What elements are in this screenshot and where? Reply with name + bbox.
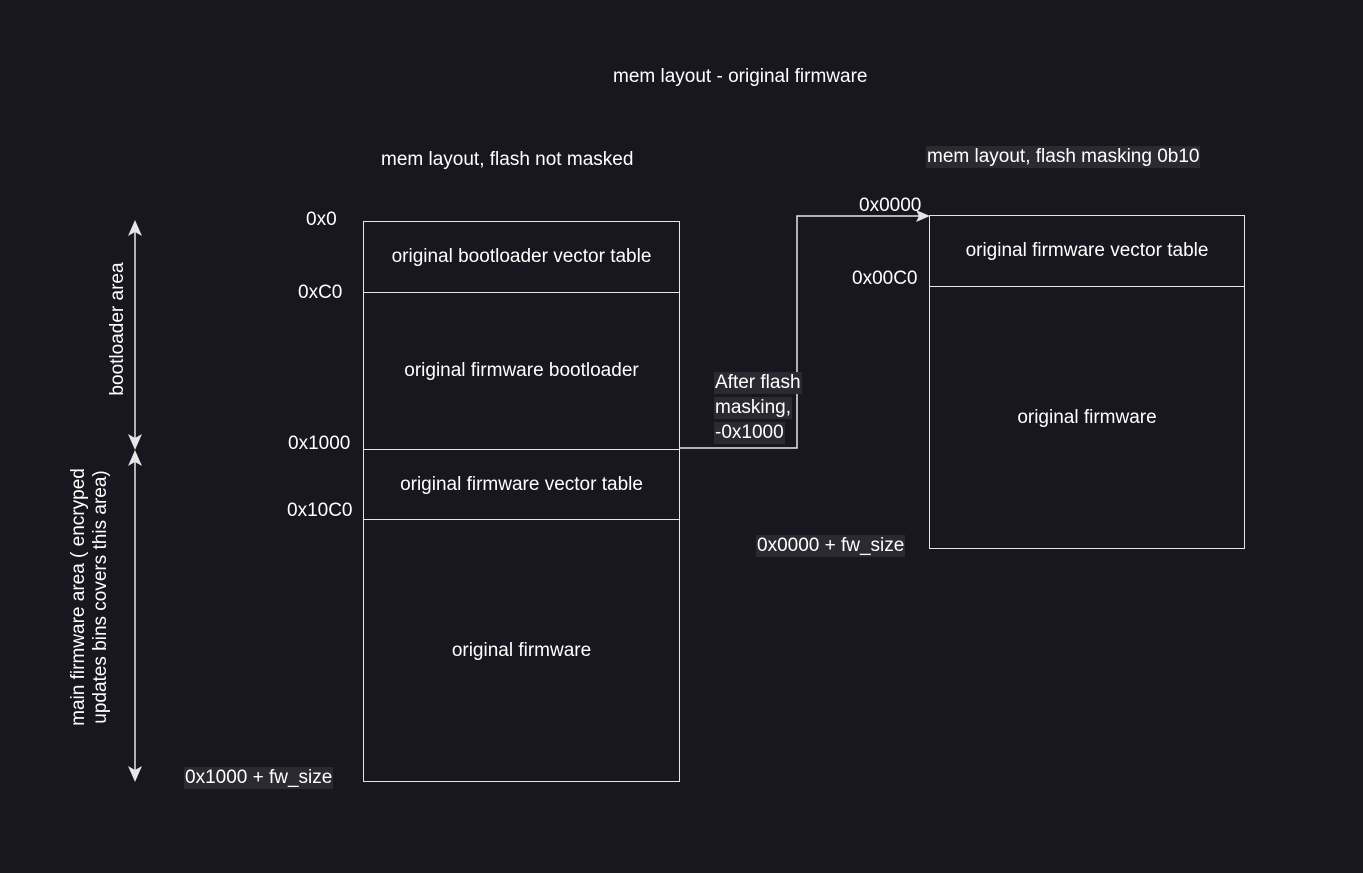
left-segment-firmware-vector-table: original firmware vector table: [364, 449, 679, 519]
left-address-end: 0x1000 + fw_size: [184, 767, 334, 789]
segment-label: original bootloader vector table: [391, 246, 652, 267]
right-memory-box: original firmware vector table original …: [929, 215, 1245, 549]
left-segment-firmware: original firmware: [364, 519, 679, 782]
right-segment-firmware: original firmware: [930, 286, 1244, 548]
main-area-arrow-bottom: [128, 766, 142, 782]
masking-connector-arrowhead: [916, 210, 930, 222]
diagram-title: mem layout - original firmware: [613, 66, 868, 87]
left-segment-bootloader-vector-table: original bootloader vector table: [364, 222, 679, 292]
bootloader-area-label: bootloader area: [107, 229, 129, 429]
main-firmware-area-label: main firmware area ( encryped updates bi…: [68, 447, 112, 747]
bootloader-area-arrow-bottom: [128, 434, 142, 450]
left-segment-firmware-bootloader: original firmware bootloader: [364, 292, 679, 449]
connector-label-line1: After flash: [714, 372, 802, 394]
right-address-end: 0x0000 + fw_size: [756, 535, 906, 557]
main-area-arrow-top: [128, 450, 142, 466]
masking-connector-line: [679, 215, 922, 449]
right-segment-firmware-vector-table: original firmware vector table: [930, 216, 1244, 286]
left-address-0x1000: 0x1000: [288, 433, 351, 454]
main-firmware-area-line2: updates bins covers this area): [90, 470, 111, 724]
connector-label-line3: -0x1000: [714, 422, 785, 444]
right-address-0x00C0: 0x00C0: [852, 268, 918, 289]
segment-label: original firmware: [451, 640, 592, 661]
bootloader-area-arrow-top: [128, 220, 142, 236]
main-firmware-area-line1: main firmware area ( encryped: [68, 468, 89, 726]
right-address-0x0000: 0x0000: [859, 195, 922, 216]
left-heading: mem layout, flash not masked: [381, 149, 634, 170]
right-heading: mem layout, flash masking 0b10: [926, 146, 1201, 168]
left-address-0xC0: 0xC0: [298, 282, 343, 303]
segment-label: original firmware vector table: [965, 240, 1209, 261]
left-address-0x0: 0x0: [306, 209, 337, 230]
bootloader-area-text: bootloader area: [107, 262, 128, 396]
segment-label: original firmware bootloader: [404, 360, 639, 381]
segment-label: original firmware: [1017, 406, 1157, 428]
left-memory-box: original bootloader vector table origina…: [363, 221, 680, 782]
connector-label-line2: masking,: [714, 397, 793, 419]
left-address-0x10C0: 0x10C0: [287, 500, 353, 521]
segment-label: original firmware vector table: [400, 473, 643, 495]
